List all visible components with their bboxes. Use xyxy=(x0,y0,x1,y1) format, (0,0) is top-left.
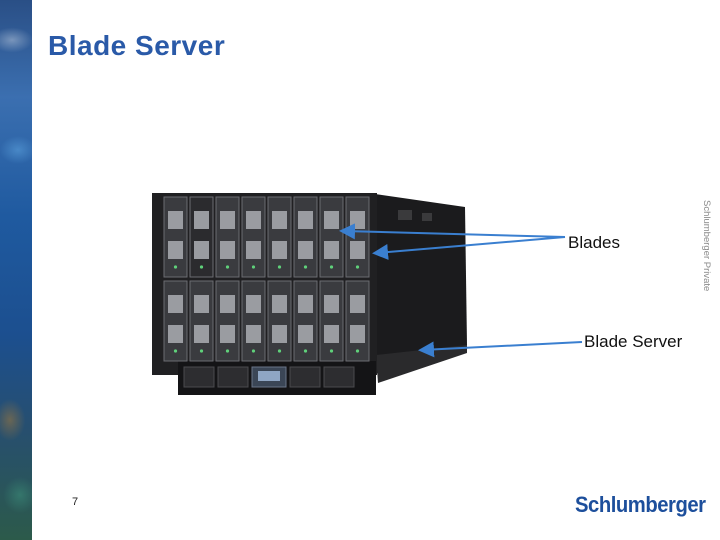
blade-handle xyxy=(272,211,287,229)
blade-handle xyxy=(194,295,209,313)
blade-status-led xyxy=(173,349,178,353)
blade-handle xyxy=(168,295,183,313)
blade-status-led xyxy=(277,349,282,353)
callout-blades: Blades xyxy=(568,233,620,252)
blade-handle xyxy=(194,325,209,343)
blade-status-led xyxy=(225,349,230,353)
arrow-to-enclosure xyxy=(418,341,583,358)
blade-handle xyxy=(272,241,287,259)
blade-handle xyxy=(298,241,313,259)
blade-server-image xyxy=(152,193,467,395)
blade-bays xyxy=(163,196,370,362)
blade-handle xyxy=(272,295,287,313)
blade-handle xyxy=(168,325,183,343)
blade-handle xyxy=(194,241,209,259)
blade-handle xyxy=(246,325,261,343)
blade-handle xyxy=(220,211,235,229)
schlumberger-logo: Schlumberger xyxy=(575,492,706,517)
blade-handle xyxy=(246,295,261,313)
blade-status-led xyxy=(199,349,204,353)
blade-handle xyxy=(220,325,235,343)
blade-status-led xyxy=(329,349,334,353)
callout-blade-server: Blade Server xyxy=(584,332,683,351)
blade-status-led xyxy=(251,349,256,353)
blade-status-led xyxy=(199,265,204,269)
blade-handle xyxy=(168,241,183,259)
blade-handle xyxy=(298,211,313,229)
arrow-to-blade-1 xyxy=(339,223,566,240)
blade-handle xyxy=(246,241,261,259)
blade-handle xyxy=(350,325,365,343)
blade-handle xyxy=(220,295,235,313)
blade-status-led xyxy=(277,265,282,269)
blade-handle xyxy=(246,211,261,229)
blade-handle xyxy=(194,211,209,229)
blade-status-led xyxy=(225,265,230,269)
blade-handle xyxy=(350,241,365,259)
blade-handle xyxy=(298,325,313,343)
slide-title: Blade Server xyxy=(48,30,226,61)
ocean-background-strip xyxy=(0,0,32,540)
blade-handle xyxy=(324,325,339,343)
blade-handle xyxy=(324,241,339,259)
blade-handle xyxy=(324,211,339,229)
blade-status-led xyxy=(173,265,178,269)
blade-handle xyxy=(272,325,287,343)
blade-handle xyxy=(168,211,183,229)
blade-status-led xyxy=(251,265,256,269)
blade-status-led xyxy=(303,265,308,269)
blade-handle xyxy=(298,295,313,313)
blade-status-led xyxy=(355,265,360,269)
blade-handle xyxy=(220,241,235,259)
blade-status-led xyxy=(303,349,308,353)
arrow-to-blade-2 xyxy=(372,236,566,260)
blade-status-led xyxy=(355,349,360,353)
blade-status-led xyxy=(329,265,334,269)
blade-handle xyxy=(324,295,339,313)
blade-handle xyxy=(350,295,365,313)
page-number: 7 xyxy=(72,496,79,508)
enclosure-side-panel xyxy=(368,193,467,375)
